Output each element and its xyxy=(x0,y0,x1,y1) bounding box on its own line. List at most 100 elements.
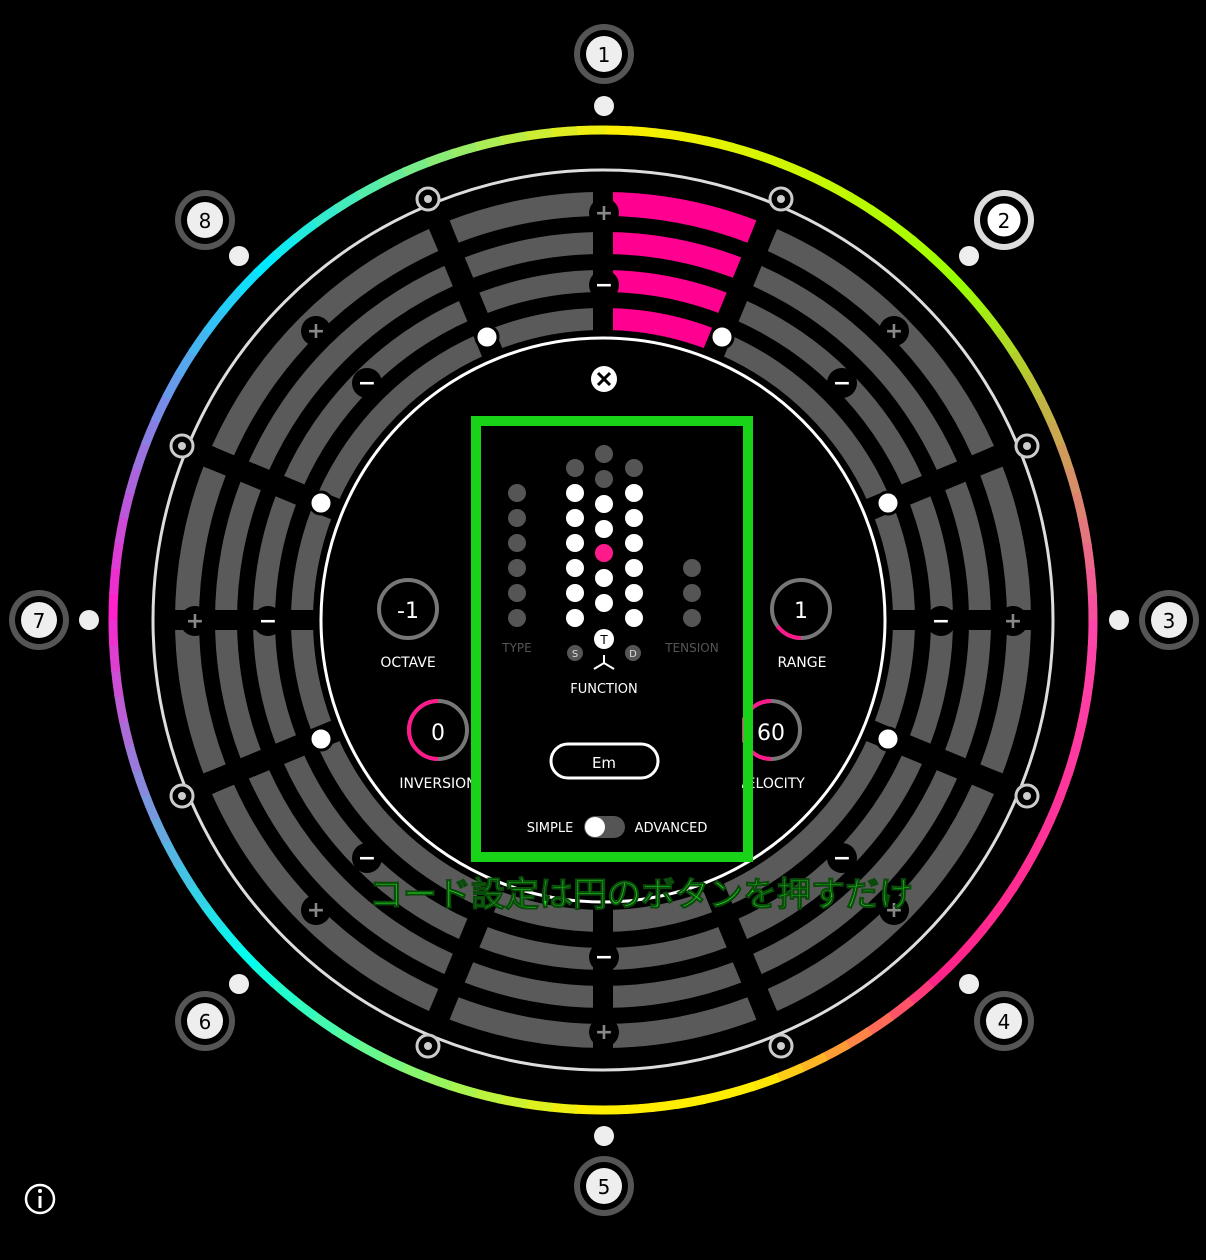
decrease-button[interactable]: − xyxy=(589,942,619,972)
outer-handle[interactable] xyxy=(415,186,441,212)
ring-segment[interactable] xyxy=(751,265,958,472)
note-dot[interactable] xyxy=(625,509,643,527)
ring-segment[interactable] xyxy=(248,265,455,472)
decrease-button[interactable]: − xyxy=(352,368,382,398)
ring-segment[interactable] xyxy=(463,232,598,279)
ring-segment-active[interactable] xyxy=(608,232,743,279)
slot-button-6[interactable]: 6 xyxy=(175,991,235,1051)
note-dot[interactable] xyxy=(625,584,643,602)
note-dot[interactable] xyxy=(595,445,613,463)
tension-dot[interactable] xyxy=(683,609,701,627)
ring-segment[interactable] xyxy=(215,480,262,760)
increase-button[interactable]: + xyxy=(998,606,1028,636)
ring-segment[interactable] xyxy=(212,229,439,456)
note-dot[interactable] xyxy=(595,470,613,488)
ring-segment[interactable] xyxy=(751,768,958,975)
type-dot[interactable] xyxy=(508,609,526,627)
slot-button-2[interactable]: 2 xyxy=(974,190,1034,250)
slot-button-3[interactable]: 3 xyxy=(1139,590,1199,650)
ring-segment-active[interactable] xyxy=(608,192,757,243)
note-dot[interactable] xyxy=(595,495,613,513)
ring-segment[interactable] xyxy=(317,334,486,503)
increase-button[interactable]: + xyxy=(879,895,909,925)
function-d[interactable]: D xyxy=(629,649,637,660)
ring-segment[interactable] xyxy=(283,753,470,940)
slot-button-7[interactable]: 7 xyxy=(9,590,69,650)
note-dot[interactable] xyxy=(595,569,613,587)
ring-segment[interactable] xyxy=(720,334,889,503)
type-dot[interactable] xyxy=(508,584,526,602)
ring-handle[interactable] xyxy=(875,490,901,516)
inversion-knob[interactable]: 0 xyxy=(407,699,469,761)
ring-segment[interactable] xyxy=(767,784,994,1011)
mode-advanced-label[interactable]: ADVANCED xyxy=(635,821,708,836)
ring-segment[interactable] xyxy=(212,784,439,1011)
ring-segment[interactable] xyxy=(283,300,470,487)
ring-segment[interactable] xyxy=(944,480,991,760)
info-icon[interactable] xyxy=(24,1183,56,1215)
velocity-knob[interactable]: 60 xyxy=(740,699,802,761)
function-s[interactable]: S xyxy=(572,649,578,660)
increase-button[interactable]: + xyxy=(589,198,619,228)
decrease-button[interactable]: − xyxy=(827,843,857,873)
note-dot[interactable] xyxy=(625,459,643,477)
ring-segment[interactable] xyxy=(477,270,599,314)
note-dot[interactable] xyxy=(625,484,643,502)
note-dot[interactable] xyxy=(625,559,643,577)
type-dot[interactable] xyxy=(508,559,526,577)
ring-segment[interactable] xyxy=(175,466,226,774)
ring-handle[interactable] xyxy=(709,324,735,350)
ring-segment[interactable] xyxy=(449,192,598,243)
decrease-button[interactable]: − xyxy=(352,843,382,873)
mode-toggle[interactable] xyxy=(584,816,625,838)
note-dot[interactable] xyxy=(566,584,584,602)
note-dot[interactable] xyxy=(566,534,584,552)
increase-button[interactable]: + xyxy=(301,895,331,925)
ring-segment[interactable] xyxy=(248,768,455,975)
ring-segment[interactable] xyxy=(463,961,743,1008)
increase-button[interactable]: + xyxy=(879,316,909,346)
note-dot[interactable] xyxy=(566,459,584,477)
range-knob[interactable]: 1 xyxy=(770,578,832,640)
ring-segment-active[interactable] xyxy=(607,308,715,350)
note-dot[interactable] xyxy=(625,534,643,552)
note-dot[interactable] xyxy=(566,509,584,527)
decrease-button[interactable]: − xyxy=(827,368,857,398)
close-icon[interactable] xyxy=(591,366,617,392)
outer-handle[interactable] xyxy=(768,186,794,212)
ring-handle[interactable] xyxy=(474,324,500,350)
ring-handle[interactable] xyxy=(308,726,334,752)
tension-dot[interactable] xyxy=(683,559,701,577)
slot-button-5[interactable]: 5 xyxy=(574,1156,634,1216)
slot-button-8[interactable]: 8 xyxy=(175,190,235,250)
note-dot-selected[interactable] xyxy=(595,544,613,562)
ring-segment[interactable] xyxy=(736,300,923,487)
ring-handle[interactable] xyxy=(308,490,334,516)
slot-button-1[interactable]: 1 xyxy=(574,24,634,84)
ring-segment[interactable] xyxy=(767,229,994,456)
increase-button[interactable]: + xyxy=(180,606,210,636)
tension-dot[interactable] xyxy=(683,584,701,602)
slot-button-4[interactable]: 4 xyxy=(974,991,1034,1051)
note-dot[interactable] xyxy=(595,520,613,538)
ring-segment[interactable] xyxy=(980,466,1031,774)
outer-handle[interactable] xyxy=(768,1033,794,1059)
type-dot[interactable] xyxy=(508,509,526,527)
note-dot[interactable] xyxy=(566,609,584,627)
outer-handle[interactable] xyxy=(1014,783,1040,809)
ring-segment-active[interactable] xyxy=(607,270,729,314)
ring-segment[interactable] xyxy=(720,737,889,906)
outer-handle[interactable] xyxy=(169,783,195,809)
ring-segment[interactable] xyxy=(491,308,599,350)
increase-button[interactable]: + xyxy=(589,1017,619,1047)
chord-name-button[interactable]: Em xyxy=(549,742,660,780)
increase-button[interactable]: + xyxy=(301,316,331,346)
note-dot[interactable] xyxy=(595,594,613,612)
mode-simple-label[interactable]: SIMPLE xyxy=(527,821,574,836)
decrease-button[interactable]: − xyxy=(926,606,956,636)
outer-handle[interactable] xyxy=(1014,433,1040,459)
ring-segment[interactable] xyxy=(736,753,923,940)
ring-segment[interactable] xyxy=(317,737,486,906)
decrease-button[interactable]: − xyxy=(253,606,283,636)
outer-handle[interactable] xyxy=(169,433,195,459)
